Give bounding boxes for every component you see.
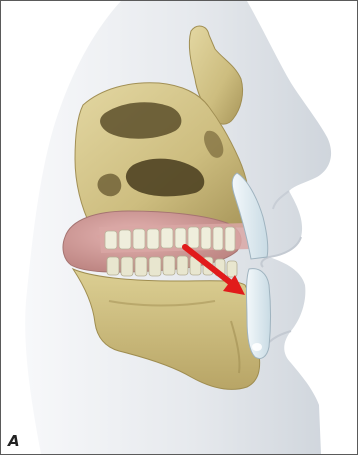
teeth [99,223,251,277]
panel-label: A [8,432,19,450]
